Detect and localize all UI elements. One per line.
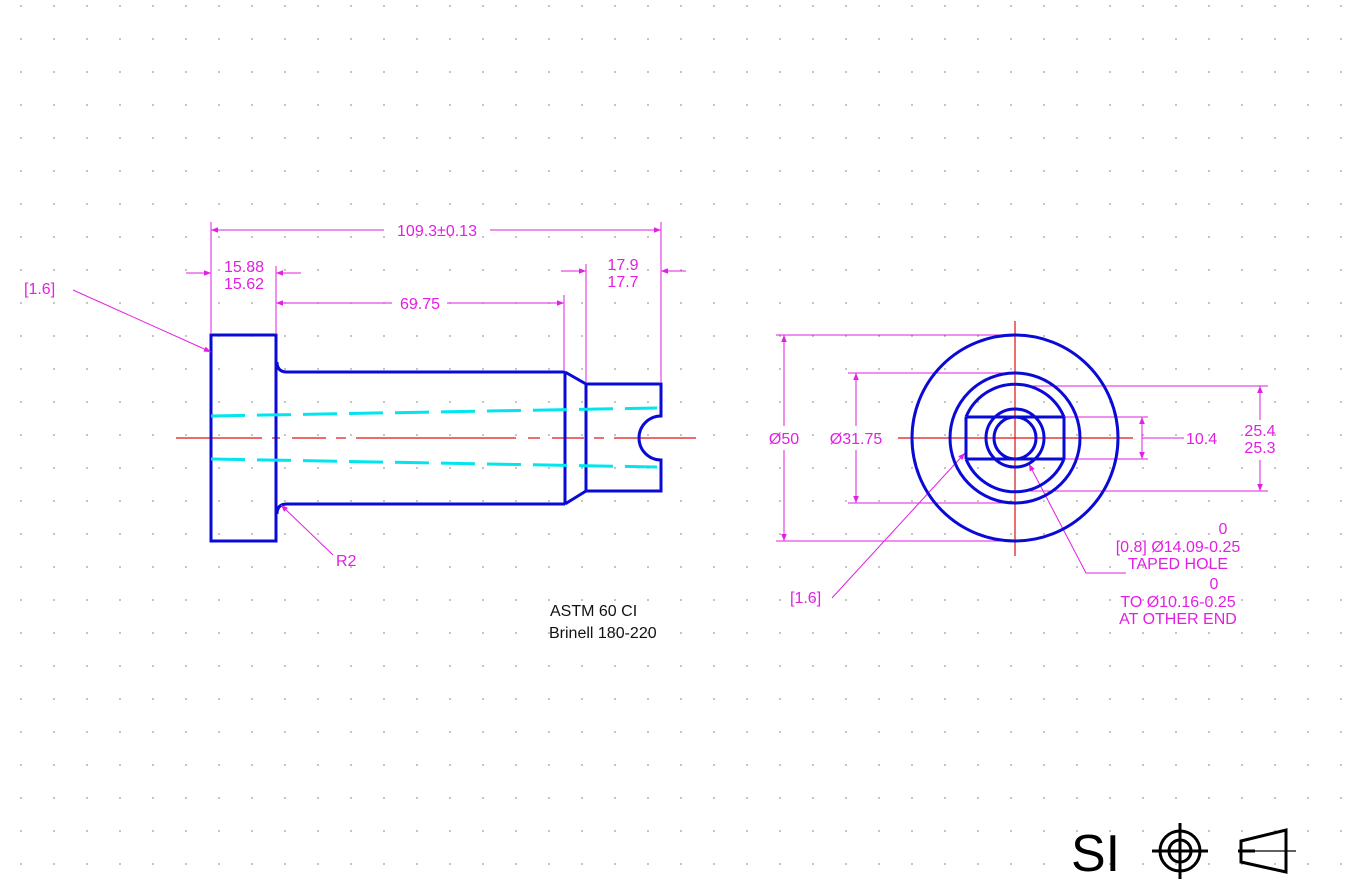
overall-length-dim: 109.3±0.13 — [397, 223, 477, 240]
tip-length-max-dim: 17.9 — [607, 257, 638, 274]
side-view: 109.3±0.13 15.88 15.62 69.75 17.9 17.7 [… — [24, 222, 696, 570]
hole-tol-upper-1: 0 — [1219, 521, 1228, 538]
side-view-hidden-lines — [210, 406, 658, 469]
outer-circle — [910, 333, 1120, 543]
shaft-circle — [948, 371, 1082, 505]
crosshair-target-icon — [1152, 823, 1208, 879]
side-view-dimension-lines — [72, 227, 686, 556]
first-angle-projection-icon — [1238, 828, 1296, 874]
shaft-outline — [275, 361, 565, 515]
end-surface-finish-label: [1.6] — [790, 590, 821, 607]
flat-max-dim: 25.4 — [1244, 423, 1275, 440]
end-view-outline — [910, 333, 1120, 543]
flange-width-max-dim: 15.88 — [224, 259, 264, 276]
flat-min-dim: 25.3 — [1244, 440, 1275, 457]
flange-outline — [209, 333, 278, 543]
hole-note-line-1: [0.8] Ø14.09-0.25 — [1116, 539, 1241, 556]
shaft-length-dim: 69.75 — [400, 296, 440, 313]
flange-width-min-dim: 15.62 — [224, 276, 264, 293]
small-hole-circle — [992, 415, 1038, 461]
units-label: SI — [1071, 825, 1120, 883]
fillet-radius-label: R2 — [336, 553, 357, 570]
tip-length-min-dim: 17.7 — [607, 274, 638, 291]
hole-note-line-4: AT OTHER END — [1119, 611, 1237, 628]
tapped-hole-circle — [984, 407, 1046, 469]
side-surface-finish-label: [1.6] — [24, 281, 55, 298]
hole-tol-upper-2: 0 — [1210, 576, 1219, 593]
side-view-extension-lines — [210, 222, 662, 382]
flat-arcs — [964, 382, 1066, 494]
shaft-diameter-dim: Ø31.75 — [830, 431, 883, 448]
title-symbols: SI — [1071, 823, 1296, 883]
hole-note-line-2: TAPED HOLE — [1128, 556, 1228, 573]
end-view-dimension-lines — [781, 335, 1263, 599]
hole-note-line-3: TO Ø10.16-0.25 — [1120, 594, 1235, 611]
material-line-2: Brinell 180-220 — [549, 625, 657, 642]
slot-width-dim: 10.4 — [1186, 431, 1217, 448]
outer-diameter-dim: Ø50 — [769, 431, 799, 448]
material-note: ASTM 60 CI Brinell 180-220 — [549, 603, 657, 642]
material-line-1: ASTM 60 CI — [550, 603, 637, 620]
end-view: Ø50 Ø31.75 10.4 25.4 25.3 [1.6] 0 [0.8] … — [769, 321, 1276, 628]
tip-outline — [584, 382, 663, 493]
chamfer-outline — [564, 370, 587, 506]
end-view-center-lines — [898, 321, 1133, 556]
side-view-outline — [209, 333, 663, 543]
